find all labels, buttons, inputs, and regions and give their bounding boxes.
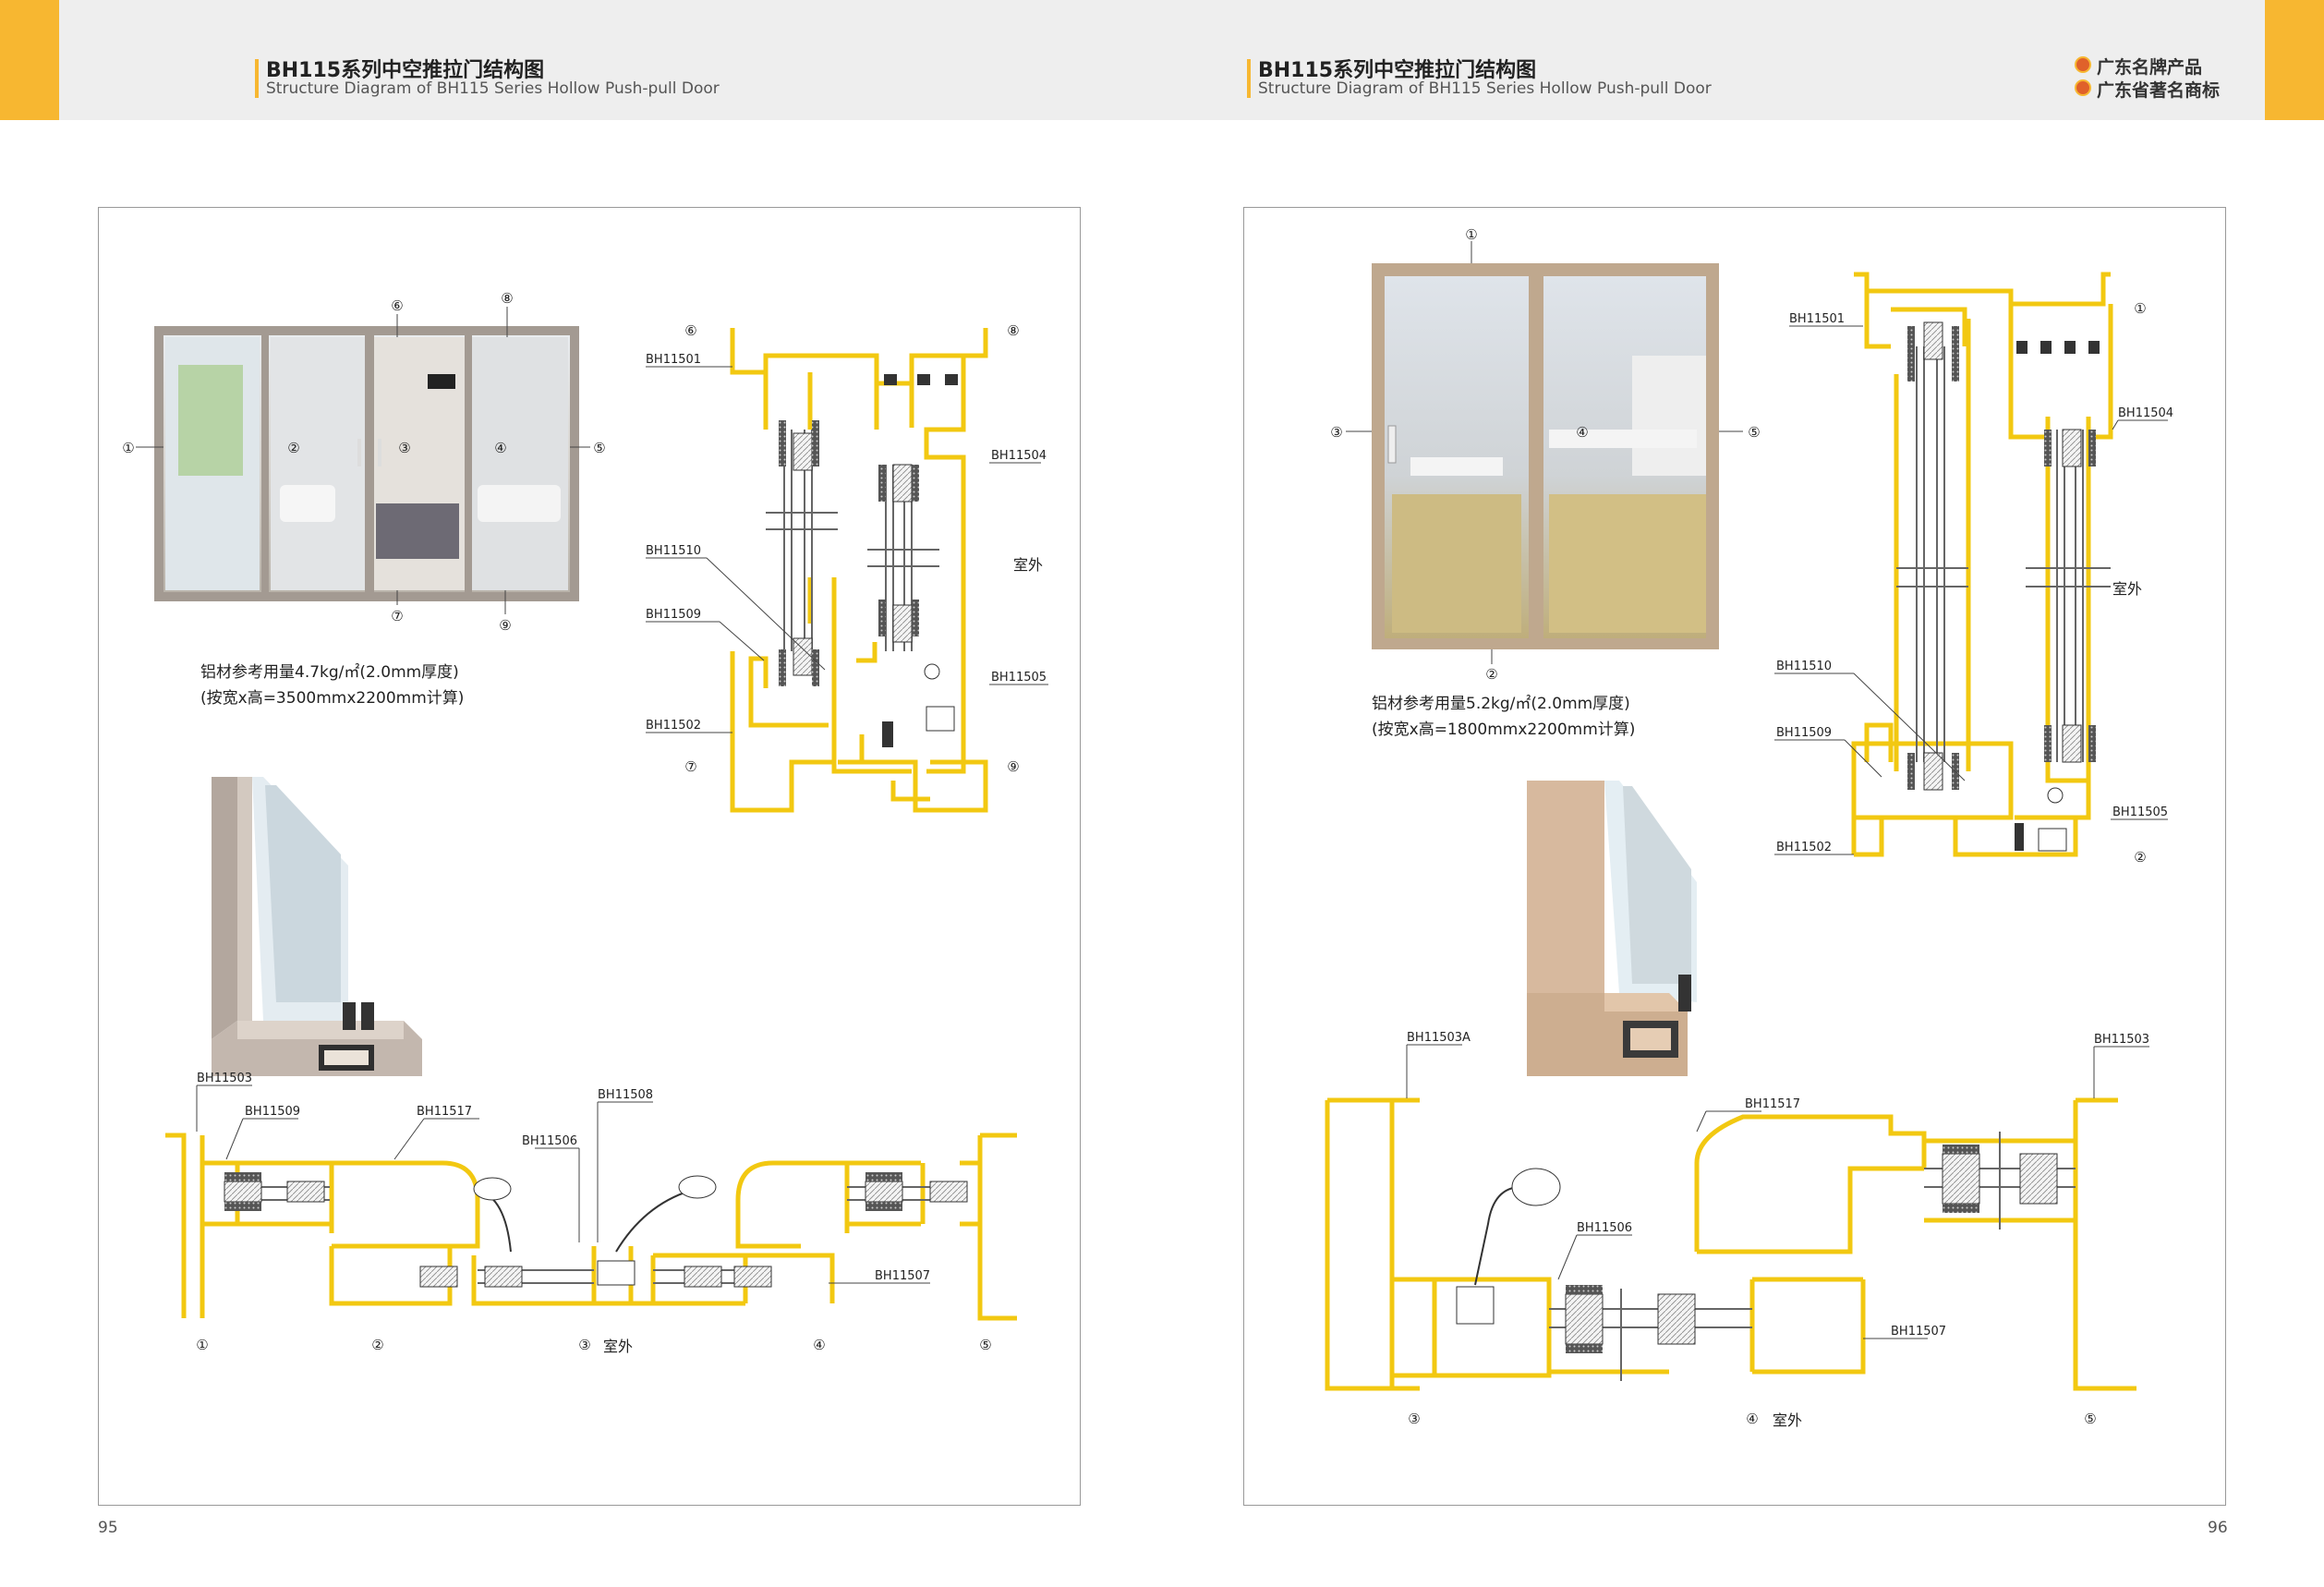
door-photo	[154, 326, 579, 601]
section-marker-2: ②	[2134, 849, 2146, 866]
plan-marker-1: ①	[196, 1337, 208, 1353]
title-accent-bar	[255, 59, 259, 98]
brand-badge-icon	[2075, 56, 2091, 73]
door-marker-1: ①	[122, 440, 134, 456]
plan-label-bh11507: BH11507	[875, 1269, 930, 1283]
plan-label-bh11506: BH11506	[522, 1134, 577, 1148]
door-photo	[1372, 263, 1719, 649]
section-marker-6: ⑥	[684, 322, 696, 339]
title-accent-bar	[1247, 59, 1251, 98]
section-label-bh11505: BH11505	[2112, 806, 2168, 819]
section-label-bh11502: BH11502	[1776, 841, 1832, 854]
left-accent-tab	[0, 0, 59, 120]
door-marker-lines	[1346, 241, 1743, 664]
plan-label-bh11503: BH11503	[197, 1072, 252, 1085]
section-label-bh11509: BH11509	[646, 608, 701, 622]
plan-outdoor-label: 室外	[1773, 1411, 1802, 1429]
section-marker-8: ⑧	[1007, 322, 1019, 339]
door-marker-6: ⑥	[391, 297, 403, 314]
plan-marker-2: ②	[371, 1337, 383, 1353]
plan-marker-4: ④	[1746, 1411, 1758, 1427]
door-marker-3: ③	[1330, 424, 1342, 441]
horizontal-section-leaders	[1406, 1044, 2149, 1339]
horizontal-section-leaders	[196, 1084, 930, 1284]
left-title-cn: BH115系列中空推拉门结构图	[266, 59, 545, 82]
right-title-cn: BH115系列中空推拉门结构图	[1258, 59, 1537, 82]
section-label-bh11501: BH11501	[646, 353, 701, 367]
material-calc-basis-note: (按宽x高=1800mmx2200mm计算)	[1372, 721, 1636, 739]
door-marker-5: ⑤	[1748, 424, 1760, 441]
profile-corner-sample	[212, 777, 422, 1076]
section-label-bh11504: BH11504	[2118, 406, 2173, 420]
section-marker-1: ①	[2134, 300, 2146, 317]
door-marker-lines	[136, 307, 590, 614]
outdoor-label: 室外	[2112, 580, 2142, 598]
section-label-bh11501: BH11501	[1789, 312, 1845, 326]
plan-marker-3: ③	[578, 1337, 590, 1353]
door-marker-1: ①	[1465, 226, 1477, 243]
plan-label-bh11506: BH11506	[1577, 1221, 1632, 1235]
plan-marker-5: ⑤	[2084, 1411, 2096, 1427]
section-label-bh11504: BH11504	[991, 449, 1047, 463]
door-marker-4: ④	[1576, 424, 1588, 441]
profile-corner-sample	[1527, 781, 1697, 1076]
section-marker-9: ⑨	[1007, 758, 1019, 775]
vertical-section-drawing	[730, 328, 988, 813]
plan-label-bh11503: BH11503	[2094, 1033, 2149, 1047]
material-calc-basis-note: (按宽x高=3500mmx2200mm计算)	[200, 689, 465, 708]
page-number-left: 95	[98, 1519, 118, 1537]
door-marker-2: ②	[287, 440, 299, 456]
plan-marker-4: ④	[813, 1337, 825, 1353]
door-marker-4: ④	[494, 440, 506, 456]
right-accent-tab	[2265, 0, 2324, 120]
plan-outdoor-label: 室外	[603, 1338, 633, 1355]
outdoor-label: 室外	[1013, 556, 1043, 574]
door-marker-3: ③	[398, 440, 410, 456]
section-label-bh11502: BH11502	[646, 719, 701, 733]
left-diagram-canvas: ① ② ③ ④ ⑤ ⑥ ⑧ ⑦ ⑨	[122, 290, 1048, 1355]
vertical-section-leaders	[1774, 325, 2168, 855]
plan-label-bh11509: BH11509	[245, 1105, 300, 1119]
door-marker-5: ⑤	[593, 440, 605, 456]
left-title-en: Structure Diagram of BH115 Series Hollow…	[266, 79, 720, 98]
award-brand-product: 广东名牌产品	[2097, 57, 2203, 78]
section-label-bh11505: BH11505	[991, 671, 1047, 684]
section-label-bh11509: BH11509	[1776, 726, 1832, 740]
section-marker-7: ⑦	[684, 758, 696, 775]
trademark-badge-icon	[2075, 79, 2091, 96]
page-header: BH115系列中空推拉门结构图 Structure Diagram of BH1…	[0, 0, 2324, 120]
plan-label-bh11508: BH11508	[598, 1088, 653, 1102]
plan-marker-3: ③	[1408, 1411, 1420, 1427]
plan-marker-5: ⑤	[979, 1337, 991, 1353]
horizontal-section-drawing	[1325, 1097, 2136, 1391]
section-label-bh11510: BH11510	[1776, 660, 1832, 673]
section-label-bh11510: BH11510	[646, 544, 701, 558]
vertical-section-drawing	[1851, 272, 2113, 857]
door-marker-7: ⑦	[391, 608, 403, 624]
page-number-right: 96	[2208, 1519, 2228, 1537]
vertical-section-leaders	[646, 366, 1048, 733]
right-diagram-canvas: ① ② ③ ④ ⑤	[1325, 226, 2173, 1429]
award-famous-trademark: 广东省著名商标	[2097, 80, 2221, 101]
plan-label-bh11517: BH11517	[417, 1105, 472, 1119]
plan-label-bh11507: BH11507	[1891, 1325, 1946, 1339]
horizontal-section-drawing	[165, 1133, 1017, 1321]
plan-label-bh11503a: BH11503A	[1407, 1031, 1471, 1045]
right-title-en: Structure Diagram of BH115 Series Hollow…	[1258, 79, 1712, 98]
door-marker-9: ⑨	[499, 617, 511, 634]
plan-label-bh11517: BH11517	[1745, 1097, 1800, 1111]
right-diagram-panel: ① ② ③ ④ ⑤	[1243, 207, 2226, 1506]
material-usage-note: 铝材参考用量4.7kg/㎡(2.0mm厚度)	[200, 663, 459, 682]
material-usage-note: 铝材参考用量5.2kg/㎡(2.0mm厚度)	[1372, 695, 1630, 713]
door-marker-8: ⑧	[501, 290, 513, 307]
door-marker-2: ②	[1485, 666, 1497, 683]
left-diagram-panel: ① ② ③ ④ ⑤ ⑥ ⑧ ⑦ ⑨	[98, 207, 1081, 1506]
